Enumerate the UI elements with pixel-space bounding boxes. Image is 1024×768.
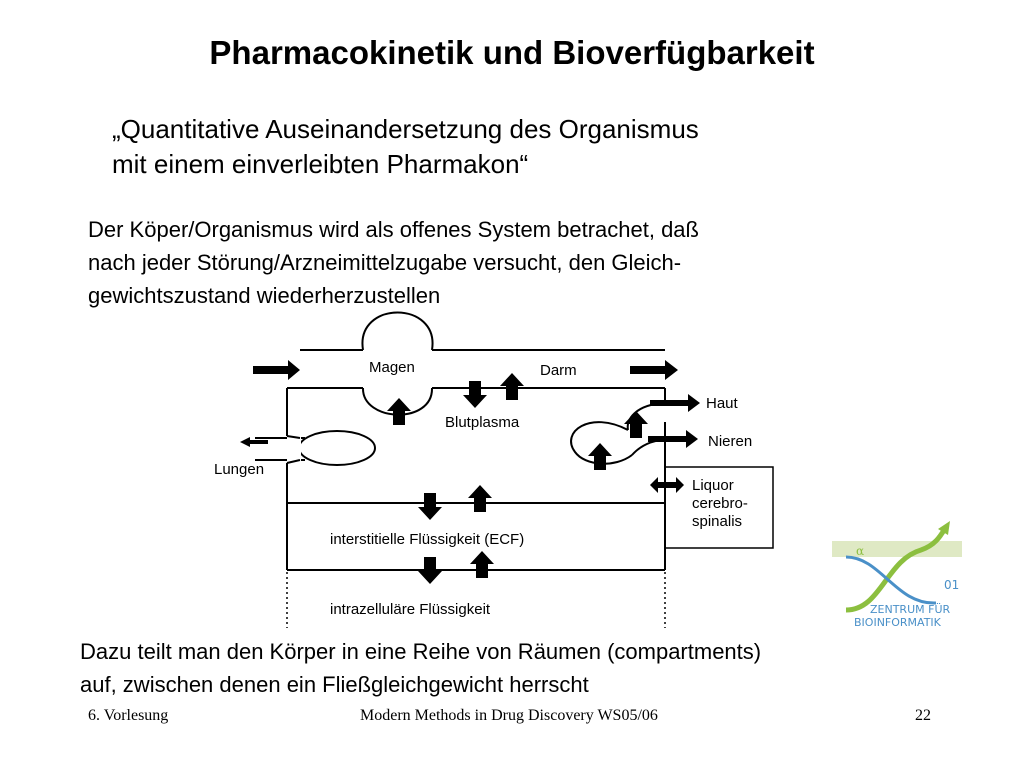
footer-page-number: 22 xyxy=(915,707,931,724)
lungen-shape xyxy=(298,430,376,466)
outro-line-2: auf, zwischen denen ein Fließgleichgewic… xyxy=(80,672,589,697)
svg-text:α: α xyxy=(856,544,864,558)
outro-text: Dazu teilt man den Körper in eine Reihe … xyxy=(80,635,980,701)
footer-lecture: 6. Vorlesung xyxy=(88,707,169,724)
label-haut: Haut xyxy=(706,395,738,412)
intro-line-3: gewichtszustand wiederherzustellen xyxy=(88,283,441,308)
label-lungen: Lungen xyxy=(214,461,265,478)
plasma-to-haut-arrow-icon xyxy=(624,411,648,438)
excretion-arrow-icon xyxy=(630,360,678,380)
label-liquor-line-1: Liquor xyxy=(692,477,734,494)
intro-text: Der Köper/Organismus wird als offenes Sy… xyxy=(88,213,908,312)
quote-line-2: mit einem einverleibten Pharmakon“ xyxy=(112,149,529,179)
darm-to-plasma-arrow-icon xyxy=(463,381,487,408)
haut-arrow-icon xyxy=(650,394,700,412)
svg-text:01: 01 xyxy=(944,578,959,592)
label-blutplasma: Blutplasma xyxy=(445,414,520,431)
icf-to-ecf-arrow-icon xyxy=(470,551,494,578)
magen-to-plasma-arrow-icon xyxy=(387,398,411,425)
zentrum-bioinformatik-logo: α 01 ZENTRUM FÜR BIOINFORMATIK xyxy=(832,521,962,629)
plasma-to-ecf-arrow-icon xyxy=(418,493,442,520)
liquor-box xyxy=(664,466,774,549)
logo-text-line-1: ZENTRUM FÜR xyxy=(870,603,950,616)
liquor-arrow-icon xyxy=(650,477,684,493)
quote-text: „Quantitative Auseinandersetzung des Org… xyxy=(112,112,932,182)
nieren-arrow-icon xyxy=(648,430,698,448)
intro-line-1: Der Köper/Organismus wird als offenes Sy… xyxy=(88,217,699,242)
label-liquor-line-2: cerebro- xyxy=(692,495,748,512)
lungen-arrow-icon xyxy=(240,437,268,447)
label-liquor-line-3: spinalis xyxy=(692,513,743,530)
label-ecf: interstitielle Flüssigkeit (ECF) xyxy=(330,531,525,548)
label-darm: Darm xyxy=(540,362,577,379)
quote-line-1: „Quantitative Auseinandersetzung des Org… xyxy=(112,114,699,144)
outro-line-1: Dazu teilt man den Körper in eine Reihe … xyxy=(80,639,762,664)
footer-course: Modern Methods in Drug Discovery WS05/06 xyxy=(360,707,658,724)
magen-shape-top xyxy=(361,311,434,351)
plasma-to-nieren-arrow-icon xyxy=(588,443,612,470)
label-liquor: Liquor cerebro- spinalis xyxy=(692,477,748,531)
intake-arrow-icon xyxy=(253,360,300,380)
plasma-to-darm-arrow-icon xyxy=(500,373,524,400)
label-icf: intrazelluläre Flüssigkeit xyxy=(330,601,491,618)
label-nieren: Nieren xyxy=(708,433,753,450)
logo-text-line-2: BIOINFORMATIK xyxy=(854,616,942,629)
ecf-to-plasma-arrow-icon xyxy=(468,485,492,512)
label-magen: Magen xyxy=(369,359,415,376)
slide-title: Pharmacokinetik und Bioverfügbarkeit xyxy=(209,34,815,71)
intro-line-2: nach jeder Störung/Arzneimittelzugabe ve… xyxy=(88,250,682,275)
ecf-to-icf-arrow-icon xyxy=(418,557,442,584)
